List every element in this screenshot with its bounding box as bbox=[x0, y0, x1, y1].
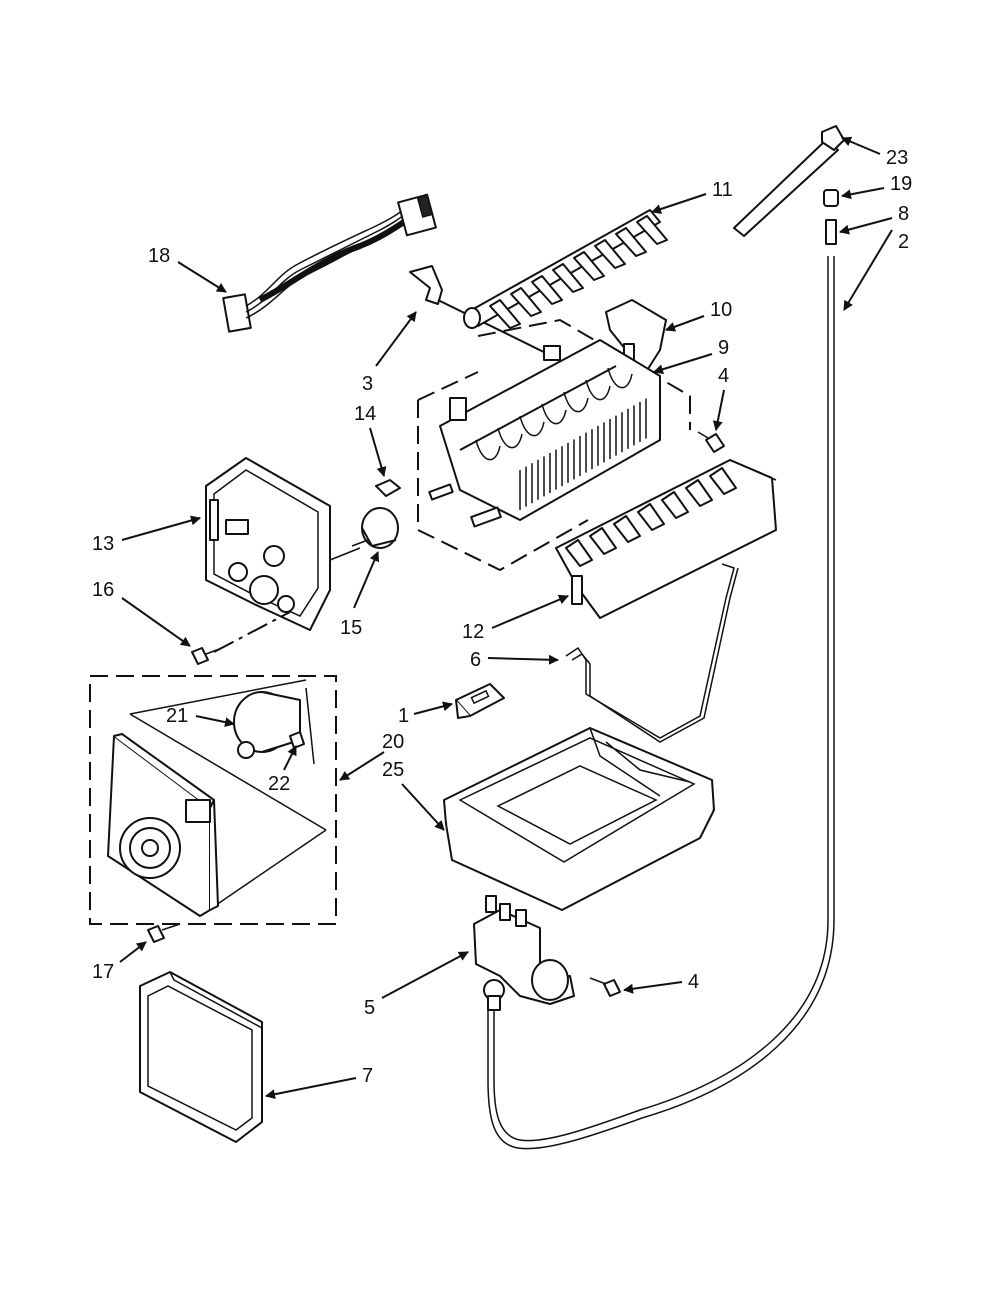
callout-15: 15 bbox=[340, 617, 362, 639]
callout-11: 11 bbox=[712, 179, 733, 201]
water-tube-part bbox=[487, 256, 835, 1150]
callout-16: 16 bbox=[92, 579, 114, 601]
callout-8: 8 bbox=[898, 203, 909, 225]
callout-19: 19 bbox=[890, 173, 912, 195]
shroud-fin bbox=[661, 491, 689, 519]
callouts: 18 3 11 23 19 8 2 10 9 4 14 13 15 16 12 … bbox=[92, 136, 912, 1100]
access-cover-part bbox=[139, 971, 263, 1143]
ejector-bar-part bbox=[463, 209, 668, 329]
callout-4-upper: 4 bbox=[718, 365, 729, 387]
callout-4-lower: 4 bbox=[688, 971, 699, 993]
ejector-fin bbox=[489, 299, 521, 329]
callout-14: 14 bbox=[354, 403, 376, 425]
ice-bin-part bbox=[443, 727, 715, 911]
mold-cavity bbox=[607, 367, 633, 389]
mold-cavity bbox=[497, 427, 523, 449]
bracket-clip-part bbox=[409, 265, 443, 305]
retainer-clip-part bbox=[375, 479, 401, 497]
callout-10: 10 bbox=[710, 299, 732, 321]
shroud-fin bbox=[589, 527, 617, 555]
callout-12: 12 bbox=[462, 621, 484, 643]
callout-17: 17 bbox=[92, 961, 114, 983]
mounting-bracket-part bbox=[455, 683, 505, 719]
callout-25: 25 bbox=[382, 759, 404, 781]
mold-cavity bbox=[541, 403, 567, 425]
ejector-fin bbox=[510, 287, 542, 317]
callout-18: 18 bbox=[148, 245, 170, 267]
shroud-fin bbox=[709, 467, 737, 495]
shroud-fin bbox=[565, 539, 593, 567]
callout-21: 21 bbox=[166, 705, 188, 727]
callout-3: 3 bbox=[362, 373, 373, 395]
callout-13: 13 bbox=[92, 533, 114, 555]
screw-22-part bbox=[289, 731, 305, 749]
screw-17-part bbox=[147, 923, 181, 943]
mold-cavity bbox=[585, 379, 611, 401]
shroud-fin bbox=[637, 503, 665, 531]
wire-harness-part bbox=[222, 193, 437, 333]
callout-1: 1 bbox=[398, 705, 409, 727]
shroud-fin bbox=[685, 479, 713, 507]
thermostat-part bbox=[351, 507, 399, 549]
callout-7: 7 bbox=[362, 1065, 373, 1087]
ice-shroud-part bbox=[555, 459, 777, 619]
motor-assembly-20 bbox=[89, 675, 337, 925]
water-valve-part bbox=[473, 895, 575, 1011]
ejector-fin bbox=[615, 227, 647, 257]
mold-cavity bbox=[475, 439, 501, 461]
callout-22: 22 bbox=[268, 773, 290, 795]
callout-5: 5 bbox=[364, 997, 375, 1019]
ejector-fin bbox=[636, 215, 668, 245]
mold-cavity bbox=[563, 391, 589, 413]
callout-23: 23 bbox=[886, 147, 908, 169]
screw-upper-part bbox=[697, 431, 725, 453]
shroud-fin bbox=[613, 515, 641, 543]
ejector-fin bbox=[531, 275, 563, 305]
callout-6: 6 bbox=[470, 649, 481, 671]
callout-20: 20 bbox=[382, 731, 404, 753]
screw-16-part bbox=[191, 647, 223, 665]
drive-motor-part bbox=[233, 687, 315, 765]
ejector-fin bbox=[594, 239, 626, 269]
control-housing-part bbox=[205, 457, 331, 631]
callout-9: 9 bbox=[718, 337, 729, 359]
ejector-fin bbox=[573, 251, 605, 281]
callout-2: 2 bbox=[898, 231, 909, 253]
ejector-fin bbox=[552, 263, 584, 293]
fill-tube-part bbox=[733, 125, 845, 245]
screw-lower-part bbox=[589, 977, 621, 997]
ice-mold-assembly bbox=[417, 318, 691, 572]
mold-cavity bbox=[519, 415, 545, 437]
shutoff-arm-part bbox=[565, 563, 739, 743]
